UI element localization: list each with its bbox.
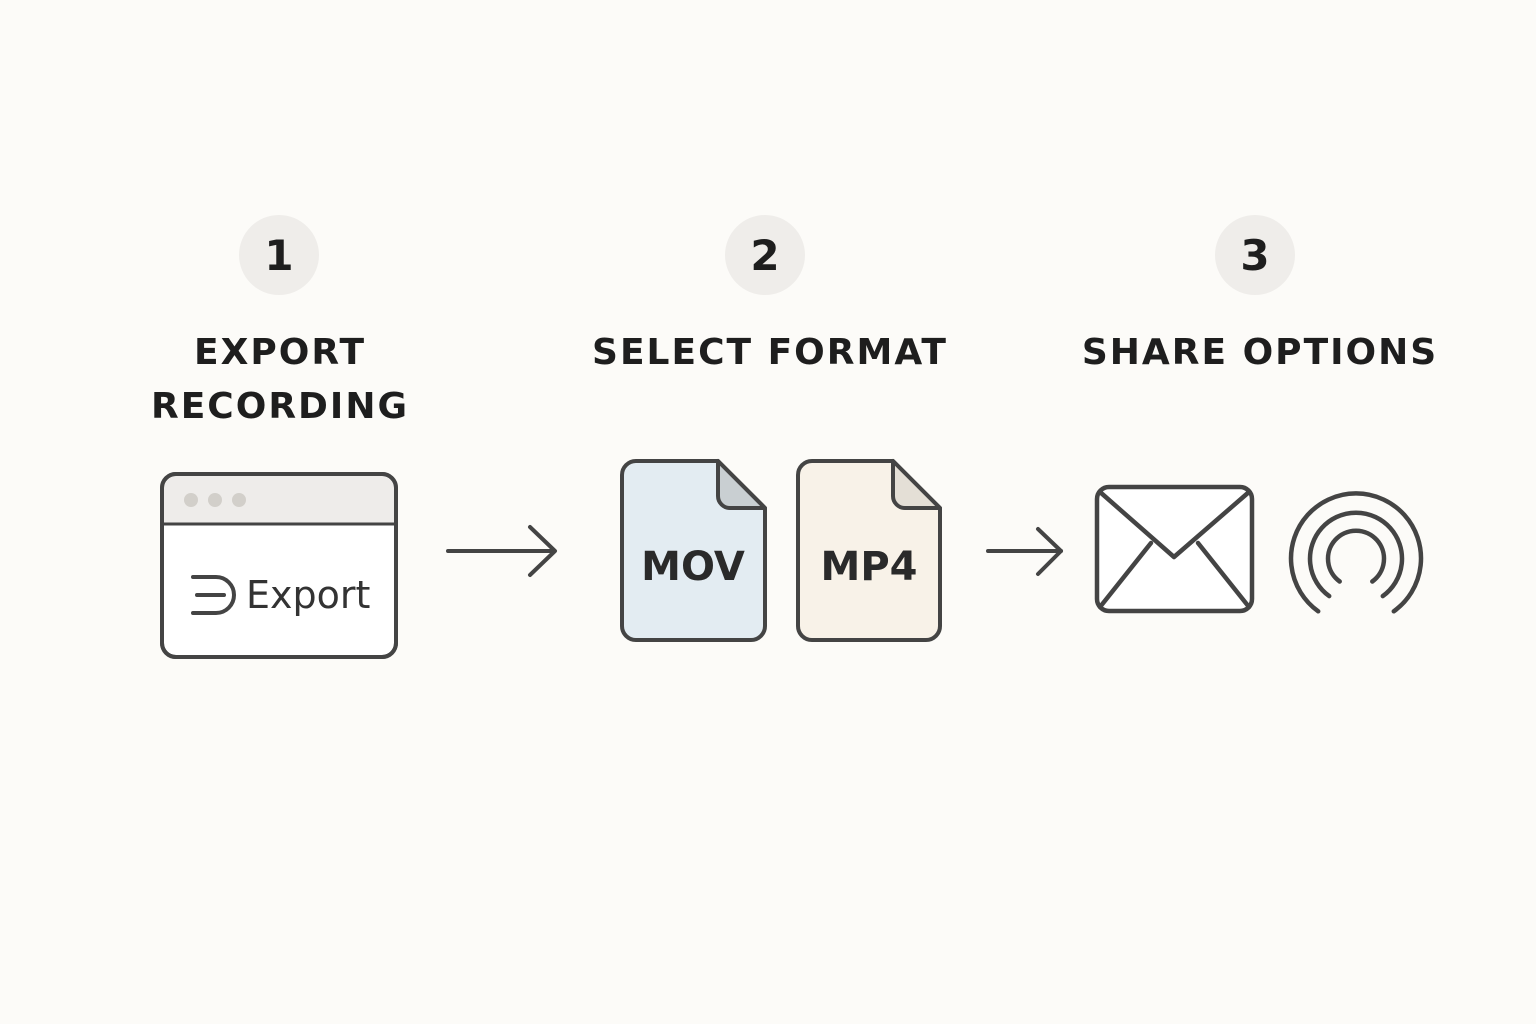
mp4-file-icon[interactable]: MP4 [796, 459, 942, 642]
window-dot [232, 493, 246, 507]
mov-file-icon[interactable]: MOV [620, 459, 767, 642]
window-titlebar [164, 476, 394, 524]
export-button-label[interactable]: Export [246, 573, 370, 617]
airdrop-icon[interactable] [1288, 491, 1424, 614]
window-dot [208, 493, 222, 507]
step-1-title: EXPORT RECORDING [80, 326, 480, 434]
step-3-number: 3 [1240, 230, 1270, 280]
arrow-right-icon [446, 525, 557, 577]
step-3-badge: 3 [1215, 215, 1295, 295]
step-2-badge: 2 [725, 215, 805, 295]
step-2-title-line-1: SELECT FORMAT [592, 332, 948, 373]
step-3-title: SHARE OPTIONS [1060, 326, 1460, 380]
email-icon[interactable] [1094, 484, 1255, 614]
step-2-title: SELECT FORMAT [570, 326, 970, 380]
mov-label: MOV [641, 544, 745, 590]
export-window: Export [160, 472, 398, 659]
step-1-title-line-2: RECORDING [150, 386, 409, 427]
step-3-title-line-1: SHARE OPTIONS [1081, 332, 1439, 373]
step-2-number: 2 [750, 230, 780, 280]
export-icon [191, 575, 236, 615]
step-1-title-line-1: EXPORT [194, 332, 366, 373]
mp4-label: MP4 [821, 544, 918, 590]
step-1-number: 1 [264, 230, 294, 280]
arrow-right-icon [986, 527, 1063, 576]
window-dot [184, 493, 198, 507]
step-1-badge: 1 [239, 215, 319, 295]
